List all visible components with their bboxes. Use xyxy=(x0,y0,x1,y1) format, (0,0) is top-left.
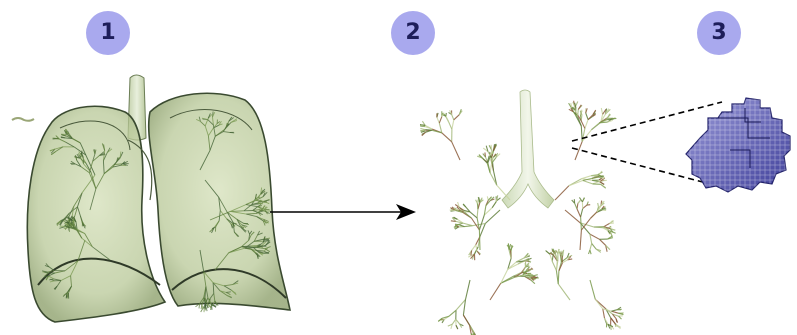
full-lung-volume-render xyxy=(12,75,290,322)
airway-branch xyxy=(577,209,581,217)
airway-branch xyxy=(451,221,456,222)
step-label: 3 xyxy=(711,22,726,44)
airway-branch xyxy=(583,205,587,209)
airway-branch xyxy=(583,181,593,184)
airway-branch xyxy=(463,315,469,325)
airway-branch xyxy=(490,163,492,172)
segmented-airway-tree-render xyxy=(420,90,624,335)
airway-branch xyxy=(619,316,622,319)
airway-branch xyxy=(471,251,472,256)
airway-branch xyxy=(546,251,550,255)
airway-branch xyxy=(581,217,582,230)
airway-trunk xyxy=(502,90,554,208)
step-label: 2 xyxy=(405,22,420,44)
airway-branch xyxy=(452,120,454,130)
airway-branch xyxy=(533,275,538,276)
airway-branch xyxy=(472,245,476,251)
step-badge-3: 3 xyxy=(697,11,741,55)
airway-branch xyxy=(555,186,569,200)
airway-branch xyxy=(490,283,501,300)
flow-arrow xyxy=(270,204,416,220)
airway-branch xyxy=(226,292,231,293)
airway-branch xyxy=(580,230,581,250)
airway-branch xyxy=(479,230,480,250)
airway-branch xyxy=(590,234,600,239)
airway-branch xyxy=(598,203,599,207)
airway-branch xyxy=(575,141,582,160)
airway-branch xyxy=(585,120,588,129)
airway-branch xyxy=(595,299,603,309)
airway-branch xyxy=(601,108,602,114)
airway-branch xyxy=(508,243,509,249)
airway-branch xyxy=(439,117,442,123)
airway-branch xyxy=(575,203,577,209)
airway-branch xyxy=(604,223,610,226)
airway-branch xyxy=(592,177,599,178)
airway-branch xyxy=(592,123,600,130)
airway-branch xyxy=(491,158,492,164)
airway-branch xyxy=(454,115,460,120)
airway-branch xyxy=(578,200,581,203)
airway-branch xyxy=(449,122,452,130)
airway-branch xyxy=(600,239,606,245)
airway-branch xyxy=(450,210,456,211)
airway-branch xyxy=(616,319,617,323)
airway-branch xyxy=(463,223,472,226)
airway-branch xyxy=(477,200,478,204)
airway-branch xyxy=(550,254,552,261)
debris-mark xyxy=(12,118,34,121)
airway-branch xyxy=(558,271,559,284)
airway-branch xyxy=(201,304,202,309)
airway-branch xyxy=(610,223,614,224)
step-label: 1 xyxy=(100,22,115,44)
airway-branch xyxy=(562,256,563,263)
airway-branch xyxy=(477,209,478,218)
airway-branch xyxy=(439,123,442,133)
airway-branch xyxy=(558,284,570,300)
airway-branch xyxy=(449,310,456,316)
step-badge-1: 1 xyxy=(86,11,130,55)
airway-branch xyxy=(452,114,454,119)
airway-branch xyxy=(452,142,460,160)
airway-branch xyxy=(601,184,606,187)
airway-branch xyxy=(581,209,583,217)
airway-branch xyxy=(607,238,613,240)
airway-branch xyxy=(70,163,75,164)
airway-branch xyxy=(446,116,449,122)
airway-branch xyxy=(590,280,595,299)
airway-branch xyxy=(53,138,59,139)
airway-branch xyxy=(470,212,477,218)
airway-branch xyxy=(603,309,605,318)
airway-branch xyxy=(205,304,206,309)
airway-branch xyxy=(582,176,592,179)
airway-branch xyxy=(437,117,439,123)
airway-branch xyxy=(586,113,588,120)
airway-branch xyxy=(611,318,616,325)
airway-branch xyxy=(589,250,590,254)
airway-branch xyxy=(452,319,456,324)
airway-branch xyxy=(466,280,471,300)
airway-branch xyxy=(591,212,598,219)
airway-branch xyxy=(592,244,597,250)
airway-branch xyxy=(552,261,556,270)
airway-branch xyxy=(464,212,471,218)
airway-branch xyxy=(563,250,564,255)
step-badge-2: 2 xyxy=(391,11,435,55)
airway-branch xyxy=(442,133,452,142)
airway-branch xyxy=(612,310,618,312)
airway-branch xyxy=(492,202,496,208)
airway-branch xyxy=(497,185,510,200)
voxel-cluster-render xyxy=(686,98,790,192)
airway-branch xyxy=(531,280,535,284)
airway-branch xyxy=(590,244,592,251)
airway-branch xyxy=(477,203,478,209)
